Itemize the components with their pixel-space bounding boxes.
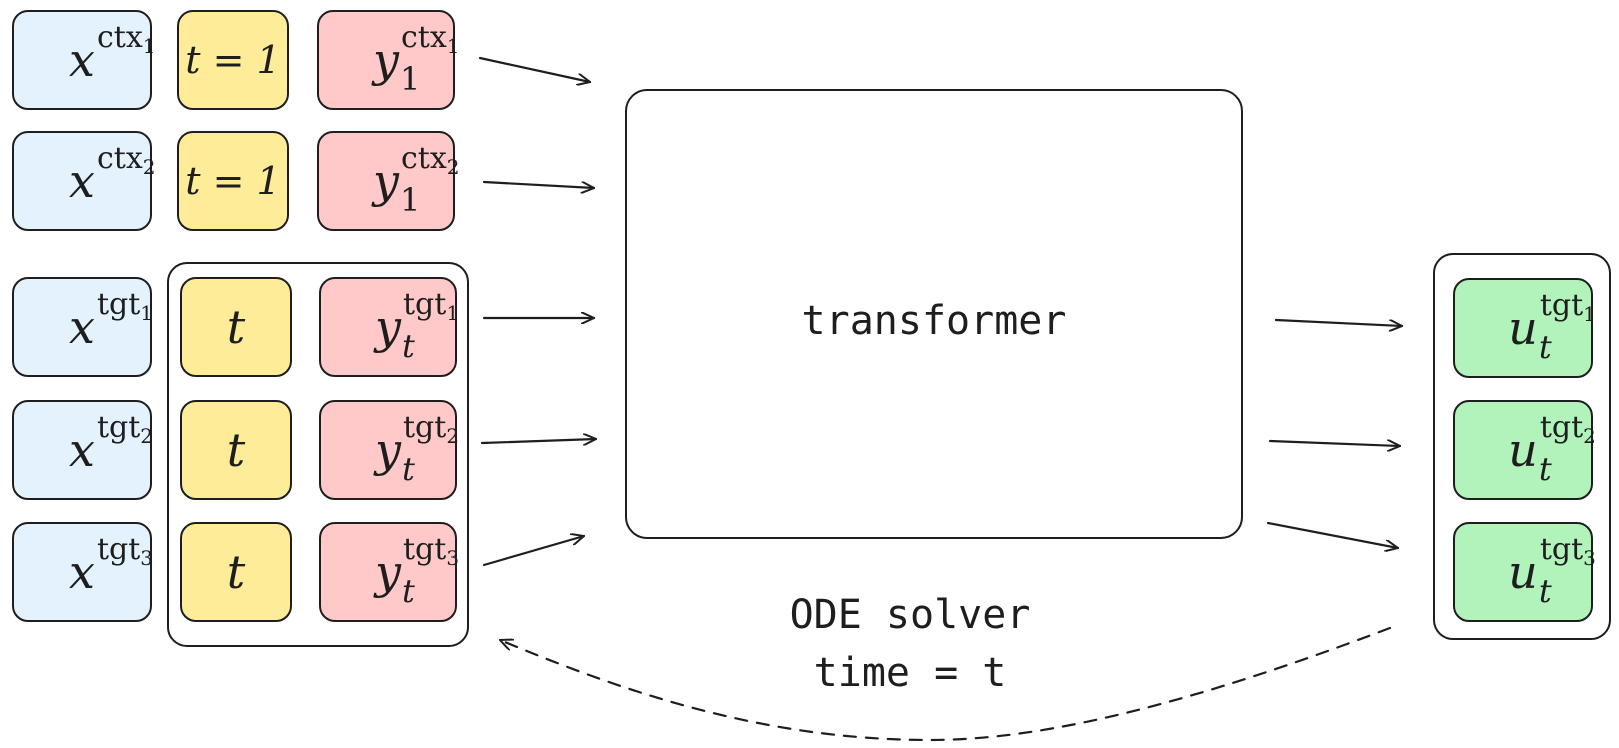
t-tgt3-token: t bbox=[180, 522, 292, 622]
arrow-transformer-to-u3 bbox=[1266, 521, 1398, 548]
t-ctx2-token: t = 1 bbox=[177, 131, 289, 231]
arrow-ctx1-to-transformer bbox=[478, 56, 590, 82]
arrow-tgt2-to-transformer bbox=[480, 439, 596, 443]
arrow-transformer-to-u2 bbox=[1268, 441, 1400, 446]
ode-solver-feedback-arrow bbox=[500, 626, 1392, 742]
arrow-ctx2-to-transformer bbox=[482, 180, 594, 188]
t-tgt2-token: t bbox=[180, 400, 292, 500]
arrow-transformer-to-u1 bbox=[1274, 318, 1402, 326]
output-group bbox=[1433, 253, 1611, 640]
t-ctx1-token: t = 1 bbox=[177, 10, 289, 110]
target-t-y-group bbox=[167, 262, 469, 647]
transformer-label: transformer bbox=[801, 298, 1067, 344]
ode-solver-label: ODE solver bbox=[789, 592, 1031, 638]
ode-solver-time-label: time = t bbox=[813, 650, 1007, 696]
t-tgt1-token: t bbox=[180, 277, 292, 377]
arrow-tgt3-to-transformer bbox=[482, 536, 584, 567]
transformer-block bbox=[625, 89, 1243, 539]
